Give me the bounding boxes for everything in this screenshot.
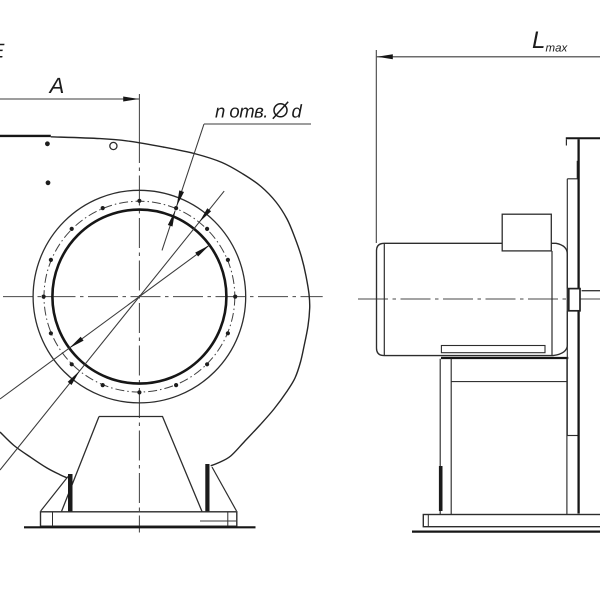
svg-text:L: L: [532, 27, 545, 54]
svg-text:A: A: [48, 73, 65, 98]
svg-text:n отв.: n отв.: [215, 101, 268, 122]
svg-text:E: E: [0, 40, 5, 62]
svg-text:d: d: [292, 101, 303, 122]
svg-text:max: max: [546, 43, 569, 55]
